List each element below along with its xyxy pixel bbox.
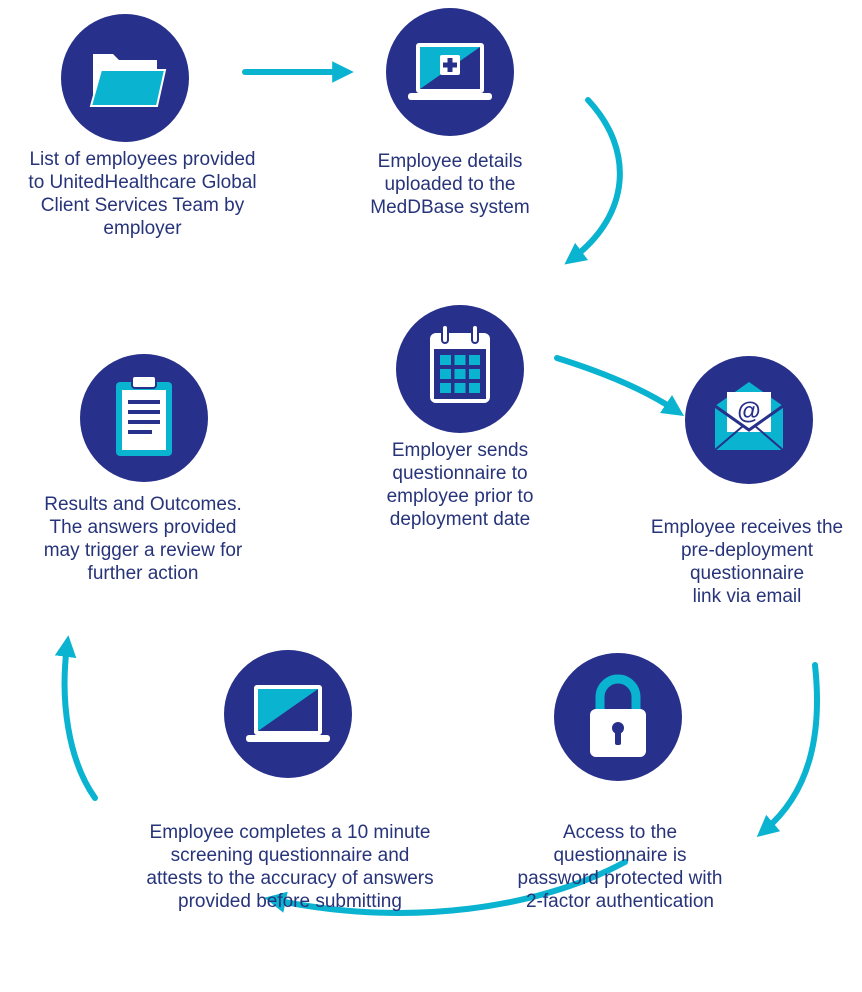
step7-label: Results and Outcomes. The answers provid… [43,494,243,584]
arrow-step6-to-step7 [54,635,98,801]
step1-label: List of employees provided to UnitedHeal… [28,149,257,239]
laptop-icon [224,650,352,778]
svg-text:@: @ [737,398,760,425]
medical-laptop-icon [386,8,514,136]
calendar-icon [396,305,524,433]
step3-label: Employer sends questionnaire to employee… [386,440,534,530]
arrow-step2-to-step3 [564,97,623,265]
email-envelope-icon: @ [685,356,813,484]
arrow-step3-to-step4 [554,355,684,416]
step6-label: Employee completes a 10 minute screening… [146,822,434,912]
folder-icon [61,14,189,142]
arrow-step4-to-step5 [756,662,820,838]
clipboard-icon [80,354,208,482]
step4-label: Employee receives the pre-deployment que… [650,517,844,607]
arrow-step5-to-step6 [264,859,628,916]
step5-label: Access to the questionnaire is password … [517,822,723,912]
step2-label: Employee details uploaded to the MedDBas… [370,151,530,218]
padlock-icon [554,653,682,781]
